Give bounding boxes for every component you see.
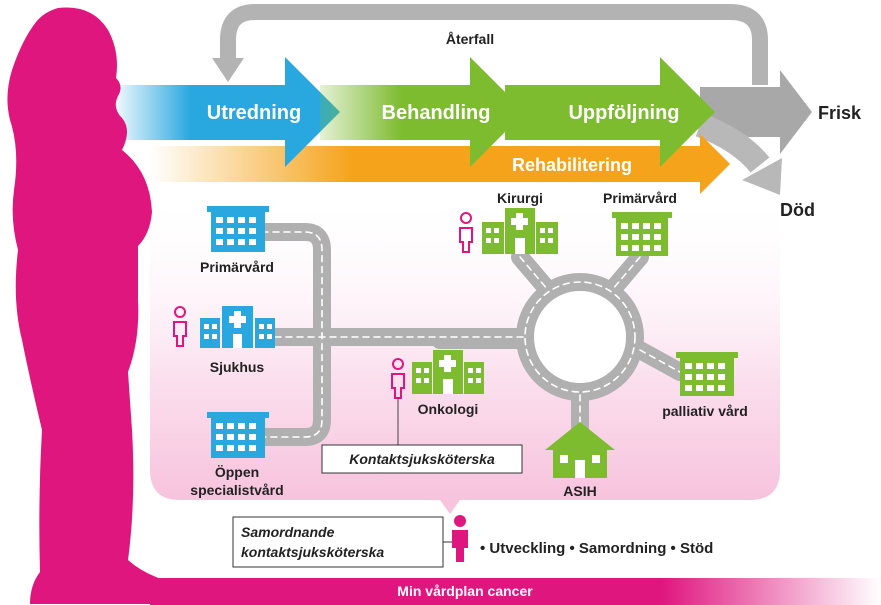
house-icon [545,422,615,478]
samordnande-label-line2: kontaktsjuksköterska [241,544,384,560]
building-icon [207,412,269,458]
relapse-arrow [212,4,768,85]
person-icon [459,212,473,253]
stage-label-utredning: Utredning [207,102,301,124]
hospital-icon [412,350,484,394]
building-icon [207,206,269,252]
person-icon [452,515,468,562]
rehab-arrow [150,134,730,194]
facility-palliativ: palliativ vård [662,403,748,419]
stage-arrow-utredning [110,57,340,167]
road-network [253,223,689,446]
building-icon [676,352,738,396]
role-bullets: • Utveckling • Samordning • Stöd [480,540,713,557]
kontaktsjukskoterska-label: Kontaktsjuksköterska [349,451,495,467]
facility-kirurgi: Kirurgi [497,190,543,206]
kontaktsjukskoterska-box [321,444,523,474]
hospital-icon [482,208,558,254]
samordnande-label-line1: Samordnande [241,524,335,540]
building-icon [612,212,672,256]
stage-label-behandling: Behandling [382,102,491,124]
hospital-icon [200,306,275,348]
pointer-callout [440,500,460,514]
samordnande-box [232,516,444,568]
footer-bar [150,578,881,605]
facility-asih: ASIH [563,483,596,499]
woman-silhouette [7,7,200,604]
relapse-label: Återfall [446,31,494,47]
footer-label: Min vårdplan cancer [397,583,533,599]
stage-arrow-behandling [320,57,525,167]
person-icon [173,306,187,347]
facility-onkologi: Onkologi [418,401,479,417]
rehab-label: Rehabilitering [512,155,632,175]
stage-arrow-uppfoljning [505,57,715,167]
facility-primarvard-right: Primärvård [603,190,677,206]
outcome-arrows [695,70,812,195]
facility-oppen-line1: Öppen [215,464,259,480]
outcome-dod-label: Död [780,200,815,220]
facility-sjukhus: Sjukhus [210,359,265,375]
stage-label-uppfoljning: Uppföljning [568,102,679,124]
facility-oppen-line2: specialistvård [190,482,283,498]
facility-primarvard-left: Primärvård [200,259,274,275]
outcome-frisk-label: Frisk [818,103,862,123]
person-icon [391,358,405,399]
